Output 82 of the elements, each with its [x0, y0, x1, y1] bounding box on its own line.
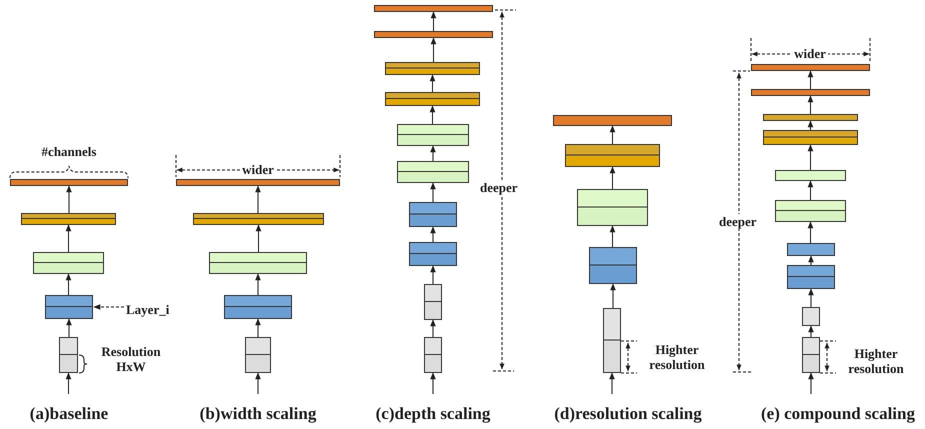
arrow: [66, 372, 72, 394]
arrow: [808, 144, 814, 170]
layer-block: [577, 189, 648, 226]
arrow: [256, 224, 262, 252]
arrow: [808, 120, 814, 130]
layer-block: [775, 170, 846, 181]
arrow: [808, 255, 814, 266]
layer-block: [397, 124, 469, 146]
layer-block: [802, 337, 820, 373]
arrow: [255, 185, 261, 214]
layer-block: [59, 337, 78, 373]
arrow: [430, 182, 436, 202]
arrow: [430, 265, 436, 284]
arrow: [808, 325, 814, 338]
arrow: [66, 318, 72, 338]
caption: (b)width scaling: [198, 404, 318, 424]
layer-block: [385, 92, 480, 106]
arrow: [808, 221, 814, 244]
layer-block: [385, 62, 480, 75]
arrow: [430, 74, 436, 92]
dimension-label: deeper: [478, 180, 520, 195]
caption: (d)resolution scaling: [552, 404, 704, 424]
arrow: [66, 185, 72, 214]
layer-block: [21, 213, 116, 225]
layer-label: Layer_i: [126, 302, 170, 317]
dimension-label: wider: [792, 46, 828, 61]
layer-block: [176, 179, 340, 186]
layer-block: [193, 213, 324, 225]
layer-block: [209, 252, 307, 274]
layer-block: [224, 295, 292, 319]
arrow: [610, 225, 616, 248]
arrow: [610, 125, 616, 144]
layer-block: [787, 243, 835, 256]
arrow: [808, 288, 814, 308]
arrow: [610, 283, 616, 308]
layer-block: [374, 5, 493, 12]
layer-block: [802, 307, 820, 326]
arrow: [808, 95, 814, 114]
layer-block: [565, 144, 660, 167]
arrow: [430, 37, 436, 62]
layer-block: [603, 308, 621, 373]
layer-block: [409, 242, 457, 266]
layer-block: [424, 284, 442, 320]
layer-block: [751, 64, 870, 71]
arrow: [430, 11, 436, 32]
layer-block: [775, 200, 846, 222]
layer-block: [763, 130, 858, 145]
layer-block: [374, 31, 493, 38]
arrow: [430, 105, 436, 124]
layer-block: [787, 265, 835, 289]
arrow: [430, 145, 436, 162]
layer-block: [409, 202, 457, 227]
dimension-label: #channels: [40, 144, 98, 159]
arrow: [609, 372, 615, 394]
caption: (c)depth scaling: [374, 404, 492, 424]
arrow: [430, 372, 436, 394]
arrow: [430, 319, 436, 338]
layer-block: [10, 179, 128, 186]
arrow: [808, 180, 814, 200]
arrow: [610, 166, 616, 190]
dimension-label: deeper: [717, 214, 759, 229]
arrow: [430, 226, 436, 242]
arrow: [255, 372, 261, 394]
layer-block: [45, 295, 93, 319]
layer-block: [553, 115, 672, 126]
arrow: [255, 318, 261, 338]
layer-block: [245, 337, 271, 373]
leader-arrow: [93, 304, 124, 310]
arrow: [66, 224, 72, 252]
dimension-label: wider: [240, 162, 276, 177]
layer-block: [763, 114, 858, 121]
layer-block: [751, 89, 870, 96]
layer-block: [424, 337, 442, 373]
arrow: [808, 372, 814, 394]
caption: (a)baseline: [28, 404, 110, 424]
caption: (e) compound scaling: [759, 404, 917, 424]
layer-block: [589, 247, 637, 284]
arrow: [255, 273, 261, 296]
arrow: [808, 70, 814, 90]
arrow: [66, 273, 72, 296]
layer-block: [33, 252, 104, 274]
layer-block: [397, 161, 469, 183]
